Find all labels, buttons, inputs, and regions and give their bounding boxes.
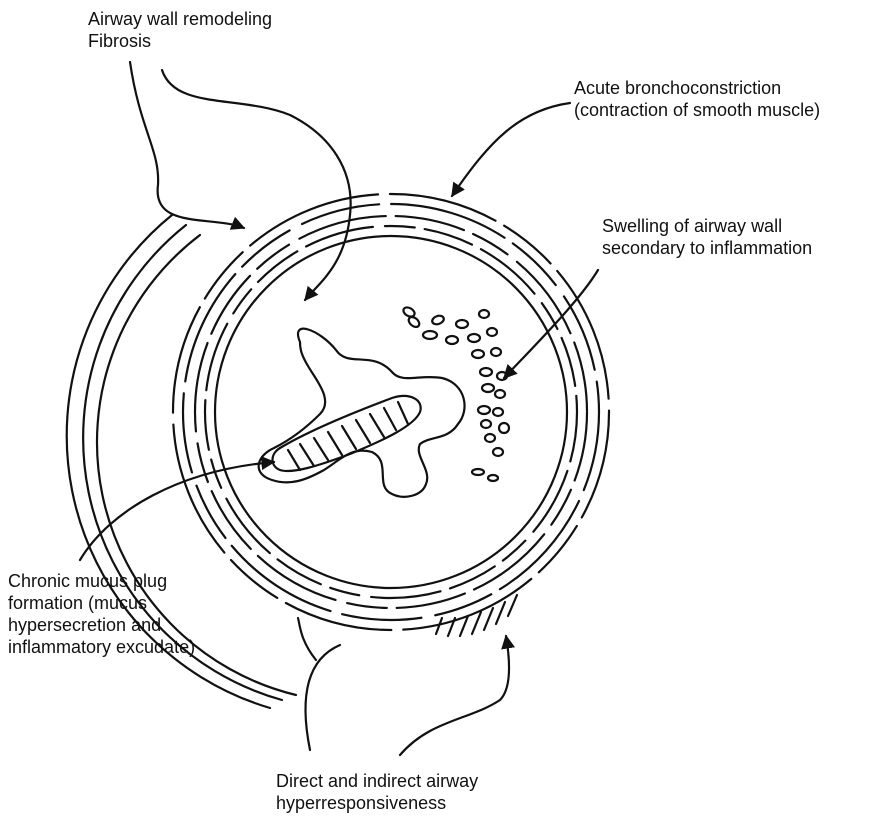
label-remodeling-line2: Fibrosis [88,30,272,52]
remodeling-arrow-inner [162,70,351,300]
label-hyperresponsiveness-line2: hyperresponsiveness [276,792,478,814]
label-bronchoconstriction-line1: Acute bronchoconstriction [574,77,820,99]
hyperresponsiveness-arrow-right [400,636,509,755]
hyperresponsiveness-branch [298,618,316,660]
bronchoconstriction-arrow [452,103,570,196]
label-airway-wall-remodeling: Airway wall remodeling Fibrosis [88,8,272,52]
outer-ring-1 [173,194,609,630]
label-mucus-line3: hypersecretion and [8,614,195,636]
label-hyperresponsiveness: Direct and indirect airway hyperresponsi… [276,770,478,814]
inflammatory-cells [402,306,509,481]
lumen-boundary [215,236,567,588]
outer-ring-3 [195,216,587,608]
outer-ring-2 [183,204,599,620]
label-mucus-line4: inflammatory excudate) [8,636,195,658]
label-swelling: Swelling of airway wall secondary to inf… [602,215,812,259]
swelling-arrow [504,270,598,378]
label-acute-bronchoconstriction: Acute bronchoconstriction (contraction o… [574,77,820,121]
remodeling-arrow-outer [130,62,244,228]
outer-ring-4 [205,226,577,598]
hyperresponsiveness-line-left [305,645,340,750]
airway-wall-rings [173,194,609,630]
label-swelling-line2: secondary to inflammation [602,237,812,259]
label-mucus-line2: formation (mucus [8,592,195,614]
label-remodeling-line1: Airway wall remodeling [88,8,272,30]
label-bronchoconstriction-line2: (contraction of smooth muscle) [574,99,820,121]
label-mucus-line1: Chronic mucus plug [8,570,195,592]
label-mucus-plug: Chronic mucus plug formation (mucus hype… [8,570,195,658]
mucus-plug [259,329,465,497]
label-swelling-line1: Swelling of airway wall [602,215,812,237]
label-hyperresponsiveness-line1: Direct and indirect airway [276,770,478,792]
